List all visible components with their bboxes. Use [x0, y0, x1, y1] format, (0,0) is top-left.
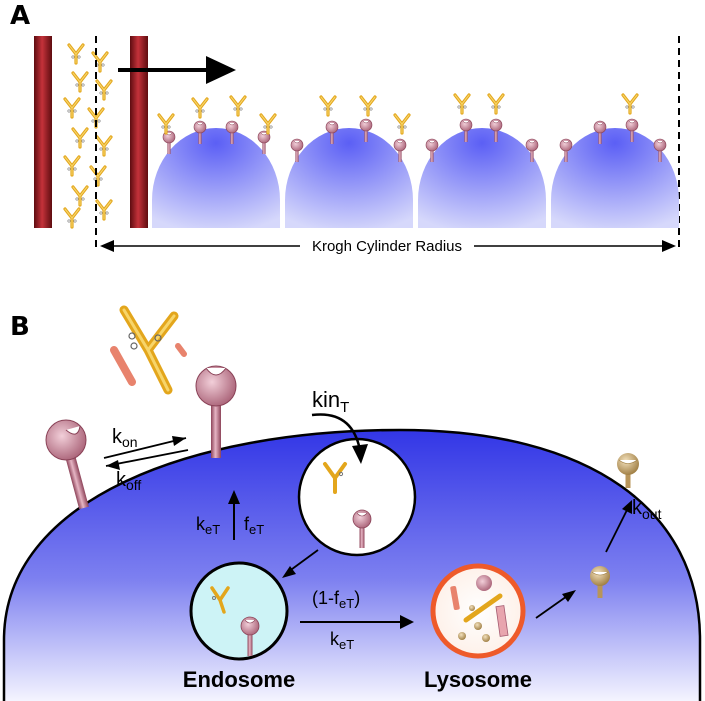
- exported-degraded-receptor: [617, 453, 639, 488]
- to-endosome-arrowhead: [282, 566, 296, 578]
- cell-membrane: [2, 428, 702, 701]
- vesicle-receptor: [352, 509, 372, 548]
- bound-receptor: [195, 365, 237, 458]
- internalizing-vesicle: [297, 437, 417, 557]
- recycling-arrowhead: [228, 490, 240, 504]
- kout-label: kout: [632, 497, 662, 522]
- blood-vessel-right: [130, 36, 148, 228]
- koff-arrow: [105, 449, 189, 467]
- kin-label: kinT: [312, 387, 349, 416]
- panel-b-label: B: [10, 312, 30, 342]
- kon-label: kon: [112, 426, 138, 450]
- to-endosome-arrow: [287, 549, 319, 573]
- endosome-label: Endosome: [183, 667, 295, 692]
- extravasation-arrow-head: [206, 56, 236, 84]
- koff-arrowhead: [106, 460, 120, 470]
- endosome-antibody: [210, 586, 230, 614]
- large-antibody: [110, 305, 187, 395]
- one-minus-fet-label: (1-feT): [312, 588, 360, 611]
- lysosome-label: Lysosome: [424, 667, 532, 692]
- kon-arrowhead: [172, 436, 186, 446]
- blood-vessel-left: [34, 36, 52, 228]
- free-receptor: [45, 419, 89, 510]
- kout-arrowhead: [622, 500, 632, 514]
- degradation-arrowhead: [400, 615, 414, 629]
- krogh-arrowhead-right: [662, 240, 676, 252]
- kout-arrow: [605, 507, 629, 553]
- vesicle-antibody: [323, 462, 347, 494]
- tumor-cells: [152, 128, 679, 228]
- internalization-arrowhead: [352, 444, 368, 464]
- to-degraded-arrow: [535, 593, 571, 619]
- to-degraded-arrowhead: [562, 590, 576, 602]
- endosome: [189, 561, 289, 661]
- krogh-arrowhead-left: [100, 240, 114, 252]
- kon-arrow: [103, 437, 187, 459]
- ket-recycle-label: keT: [196, 514, 220, 537]
- cell-body: [4, 430, 700, 701]
- ket-degrade-label: keT: [330, 629, 354, 652]
- koff-label: koff: [116, 469, 141, 493]
- panel-a-label: A: [10, 1, 30, 31]
- lysosome-fragments: [450, 575, 509, 642]
- internalization-arrow: [311, 413, 362, 451]
- antibodies-in-blood: [63, 43, 113, 229]
- krogh-cylinder-label: Krogh Cylinder Radius: [312, 238, 462, 255]
- degraded-receptor: [590, 566, 610, 598]
- endosome-receptor: [240, 616, 260, 656]
- fet-recycle-label: feT: [244, 514, 264, 537]
